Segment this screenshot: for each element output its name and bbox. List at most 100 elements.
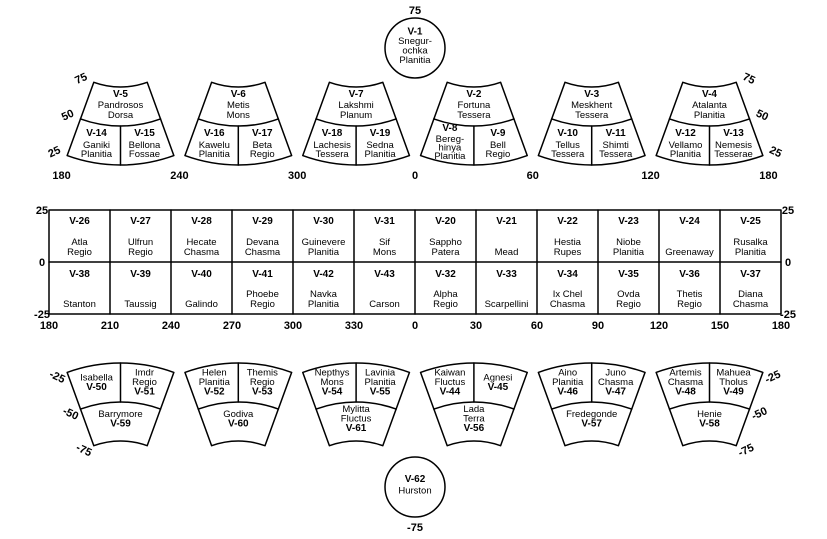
quad-id: V-30 [313, 216, 334, 227]
quad-id: V-44 [440, 387, 461, 398]
quad-id: V-4 [702, 89, 717, 100]
quad-id: V-10 [557, 128, 578, 139]
quad-name-line: Navka [310, 289, 338, 300]
quad-name-line: Regio [132, 377, 157, 388]
quad-name-line: hinya [439, 143, 462, 154]
quad-name-line: Mons [227, 110, 250, 121]
quad-name-line: Planitia [199, 377, 231, 388]
quad-id: V-48 [675, 387, 696, 398]
quad-id: V-35 [618, 269, 639, 280]
quad-name-line: Artemis [669, 368, 701, 379]
quad-name-line: Fluctus [435, 377, 466, 388]
quad-id: V-42 [313, 269, 334, 280]
south-pole-quad-circle [384, 456, 446, 518]
quad-id: V-16 [204, 128, 225, 139]
quad-id: V-41 [252, 269, 273, 280]
quad-id: V-55 [370, 387, 391, 398]
quad-name-line: Planitia [199, 149, 231, 160]
north-pole-quad-circle [384, 17, 446, 79]
quad-name-line: Juno [605, 368, 626, 379]
latitude-label: 25 [36, 205, 48, 217]
quad-name-line: Tellus [556, 140, 581, 151]
quad-name-line: Nemesis [715, 140, 752, 151]
latitude-label: 25 [782, 205, 794, 217]
quad-name-line: Planitia [735, 247, 767, 258]
latitude-label: -25 [34, 309, 50, 321]
quad-name-line: Mons [373, 247, 396, 258]
quad-name-line: Tessera [599, 149, 633, 160]
quad-id: V-47 [605, 387, 626, 398]
quad-name-line: Patera [432, 247, 461, 258]
quad-name-line: Meskhent [571, 100, 613, 111]
quad-name-line: Beta [253, 140, 273, 151]
quad-name-line: Aino [558, 368, 577, 379]
quad-id: V-43 [374, 269, 395, 280]
quad-name-line: Galindo [185, 299, 218, 310]
quad-id: V-27 [130, 216, 151, 227]
quad-name-line: Imdr [135, 368, 154, 379]
quad-name-line: Regio [485, 149, 510, 160]
quad-name-line: Planitia [434, 151, 466, 162]
quad-id: V-60 [228, 418, 249, 429]
quad-name-line: Atalanta [692, 100, 728, 111]
quad-name-line: Henie [697, 409, 722, 420]
quad-name-line: Regio [677, 299, 702, 310]
quad-id: V-17 [252, 128, 273, 139]
quad-id: V-37 [740, 269, 761, 280]
quad-name-line: Chasma [184, 247, 220, 258]
quad-name-line: Tholus [719, 377, 748, 388]
quad-id: V-6 [231, 89, 246, 100]
longitude-label: 60 [527, 170, 539, 182]
quad-name-line: Tessera [457, 110, 491, 121]
quad-id: V-40 [191, 269, 212, 280]
latitude-label: 25 [46, 144, 62, 160]
north-fan-outline [537, 81, 646, 166]
quad-name-line: Rupes [554, 247, 582, 258]
quad-name-line: Ovda [617, 289, 640, 300]
quad-name-line: Chasma [550, 299, 586, 310]
quad-name-line: Diana [738, 289, 764, 300]
quad-name-line: Planitia [365, 149, 397, 160]
quad-id: V-1 [407, 26, 422, 37]
quad-name-line: Chasma [668, 377, 704, 388]
quad-name-line: Tessera [315, 149, 349, 160]
quad-name-line: Kawelu [199, 140, 230, 151]
quad-name-line: Planitia [694, 110, 726, 121]
quad-id: V-53 [252, 387, 273, 398]
quad-id: V-23 [618, 216, 639, 227]
quad-name-line: Bellona [129, 140, 161, 151]
quad-id: V-58 [699, 418, 720, 429]
quad-name-line: Nepthys [315, 368, 350, 379]
longitude-label: 180 [759, 170, 777, 182]
quad-name-line: Scarpellini [485, 299, 529, 310]
quad-id: V-34 [557, 269, 578, 280]
quad-name-line: Phoebe [246, 289, 279, 300]
quad-name-line: Planitia [399, 55, 431, 66]
quad-id: V-11 [606, 128, 626, 139]
latitude-label: -50 [61, 405, 80, 423]
quad-name-line: Rusalka [733, 237, 768, 248]
quad-name-line: Vellamo [669, 140, 703, 151]
quad-name-line: Planum [340, 110, 372, 121]
longitude-label: 180 [40, 320, 58, 332]
quad-id: V-38 [69, 269, 90, 280]
quad-id: V-2 [466, 89, 481, 100]
longitude-label: 270 [223, 320, 241, 332]
south-fan-outline [419, 362, 529, 447]
quad-id: V-18 [322, 128, 343, 139]
quad-name-line: Themis [247, 368, 278, 379]
longitude-label: 150 [711, 320, 729, 332]
quad-id: V-51 [134, 387, 155, 398]
quad-name-line: Hurston [398, 486, 431, 497]
longitude-label: 30 [470, 320, 482, 332]
quad-id: V-22 [557, 216, 578, 227]
quad-id: V-57 [581, 418, 602, 429]
north-fan-outline [655, 81, 764, 166]
quad-name-line: Stanton [63, 299, 96, 310]
quad-name-line: Barrymore [98, 409, 142, 420]
quad-name-line: Agnesi [483, 372, 512, 383]
quad-name-line: Planitia [81, 149, 113, 160]
latitude-label: -75 [736, 442, 755, 460]
quad-id: V-28 [191, 216, 212, 227]
quad-name-line: Fossae [129, 149, 160, 160]
